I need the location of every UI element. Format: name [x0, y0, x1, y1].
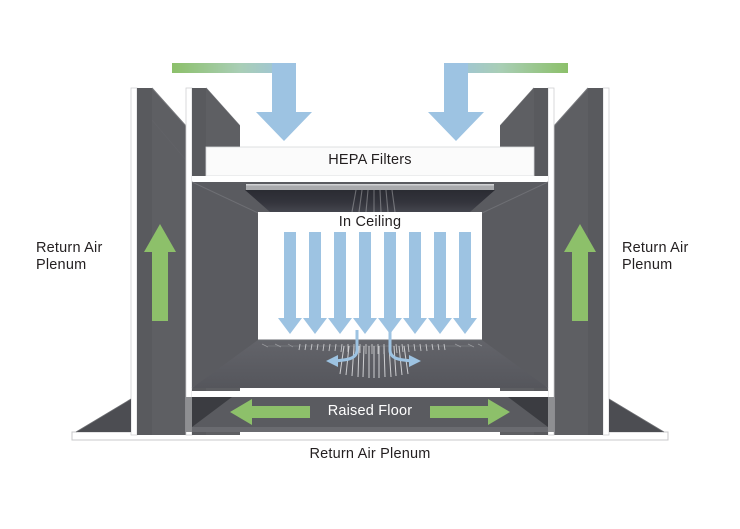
ceiling-downflow-arrows	[278, 232, 477, 334]
right-supply-duct-icon	[428, 63, 568, 141]
hepa-filters-label: HEPA Filters	[328, 152, 412, 168]
raised-floor-label: Raised Floor	[327, 403, 413, 419]
ceiling-diffuser	[245, 184, 495, 213]
return-air-plenum-left-label: Return Air Plenum	[36, 240, 103, 273]
in-ceiling-label: In Ceiling	[338, 214, 402, 230]
hepa-lower-gap	[192, 176, 548, 182]
return-air-plenum-bottom-label: Return Air Plenum	[309, 446, 431, 462]
hepa-filter-band	[205, 146, 535, 177]
right-outer-wall	[553, 87, 665, 436]
floor-arrow-right-icon	[430, 399, 510, 425]
left-return-arrow-icon	[144, 224, 176, 321]
return-air-plenum-right-label: Return Air Plenum	[622, 240, 689, 273]
floor-arrow-left-icon	[230, 399, 310, 425]
left-outer-wall	[75, 87, 187, 436]
left-supply-duct-icon	[172, 63, 312, 141]
ceiling-diffuser-streaks	[351, 189, 396, 213]
upper-plenum-walls	[206, 88, 534, 152]
floor-grate-pattern	[261, 343, 483, 378]
right-return-arrow-icon	[564, 224, 596, 321]
floor-exhaust-arrowheads	[326, 355, 421, 367]
